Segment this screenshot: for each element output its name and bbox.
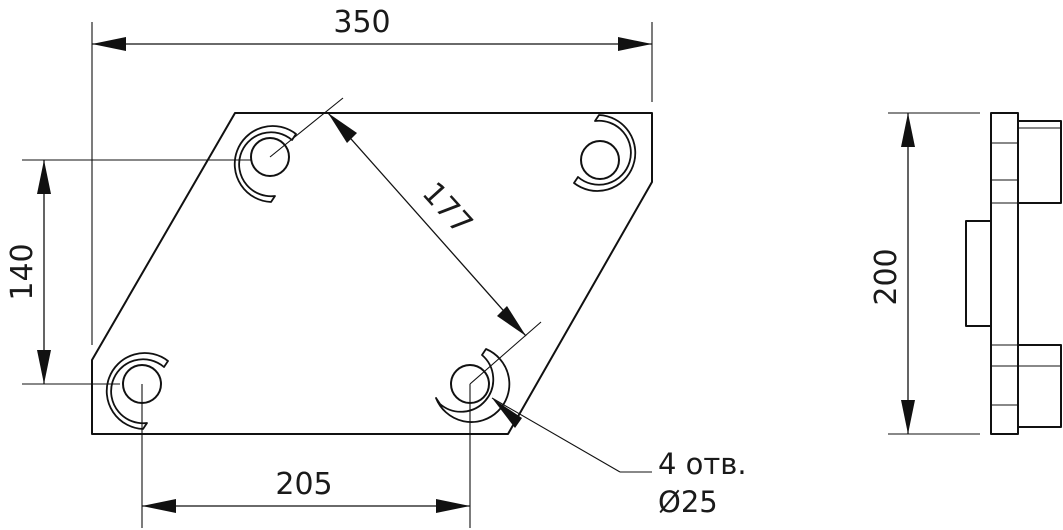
dimension-side-height: 200 [869, 112, 980, 435]
hole-callout: 4 отв. Ø25 [491, 397, 747, 519]
side-view [965, 112, 1062, 435]
hole-diameter-note: Ø25 [658, 485, 718, 519]
dimension-width-overall-label: 350 [333, 5, 390, 40]
dimension-bottom-spacing-label: 205 [275, 467, 332, 502]
plate-outline [91, 112, 653, 435]
hole-top-left [233, 125, 297, 203]
hole-bottom-left [105, 352, 169, 430]
dimension-height-holes-label: 140 [5, 243, 40, 300]
dimension-diagonal-label: 177 [415, 176, 479, 242]
hole-top-right [573, 114, 637, 192]
dimension-diagonal: 177 [269, 97, 542, 385]
dimension-width-overall: 350 [91, 5, 653, 345]
dimension-bottom-spacing: 205 [141, 384, 471, 528]
dimension-height-holes: 140 [5, 159, 252, 385]
hole-count-note: 4 отв. [658, 447, 747, 481]
dimension-side-height-label: 200 [869, 248, 904, 305]
